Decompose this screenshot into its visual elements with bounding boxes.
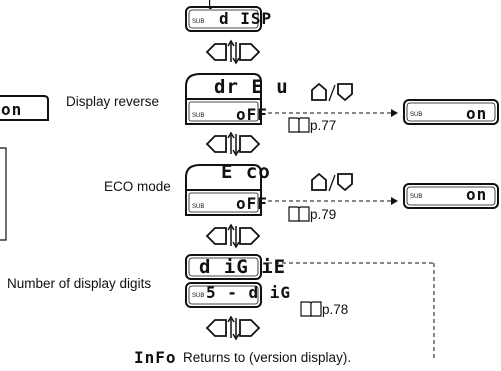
eco-mode-main-value: E co <box>221 161 271 183</box>
book-icon-p77 <box>288 117 310 133</box>
slash <box>328 174 336 192</box>
sub-tag: SUB <box>410 194 423 200</box>
eco-mode-sub-value: oFF <box>236 194 268 213</box>
manual-reference-p79[interactable]: p.79 <box>288 206 388 224</box>
manual-reference-page: p.77 <box>310 118 337 133</box>
info-display-code: InFo <box>134 348 177 367</box>
display-reverse-sub-value: oFF <box>236 105 268 124</box>
manual-reference-page: p.79 <box>310 207 337 222</box>
display-digits-label: Number of display digits <box>7 276 152 291</box>
reverse-on-display-frame <box>403 99 499 125</box>
top-bracket-fragment: [ <box>208 0 212 9</box>
partial-display-value: on <box>1 100 23 119</box>
digits-main-frame-inner <box>188 257 259 277</box>
right-key-icon <box>239 227 261 245</box>
manual-reference-p77[interactable]: p.77 <box>288 117 388 135</box>
header-display-frame-inner <box>188 9 259 29</box>
up-key-icon <box>311 172 327 191</box>
up-arrow-head <box>227 131 235 139</box>
manual-reference-p78[interactable]: p.78 <box>300 301 400 319</box>
left-key-icon <box>205 319 227 337</box>
book-icon-p78 <box>300 301 322 317</box>
reverse-dashed-arrow-head <box>391 109 398 117</box>
display-reverse-on-value: on <box>466 104 488 123</box>
partial-display-frame <box>0 95 49 121</box>
sub-tag: SUB <box>410 112 423 118</box>
book-right-page <box>298 117 310 133</box>
updown-keys-reverse <box>311 82 353 102</box>
left-key-icon <box>205 227 227 245</box>
up-arrow-head <box>227 223 235 231</box>
header-display-value: d ISP <box>219 9 273 28</box>
eco-dashed-arrow-head <box>391 197 398 205</box>
up-key-icon <box>311 82 327 101</box>
reverse-on-display-frame-inner <box>406 102 496 122</box>
eco-mode-frame-sub-inner <box>188 192 259 213</box>
right-key-icon <box>239 135 261 153</box>
down-arrow-head <box>232 241 240 249</box>
up-arrow-head <box>227 315 235 323</box>
nav-keys-reverse <box>205 131 261 157</box>
eco-on-display-frame-inner <box>406 186 496 206</box>
eco-mode-on-value: on <box>466 185 488 204</box>
updown-keys-eco <box>311 172 353 192</box>
book-right-page <box>310 301 322 317</box>
digits-main-frame <box>185 254 262 280</box>
down-arrow-head <box>232 149 240 157</box>
returns-to-version-text: Returns to (version display). <box>183 350 352 365</box>
display-reverse-main-value: dr E u <box>214 76 289 98</box>
book-right-page <box>298 206 310 222</box>
left-key-icon <box>205 43 227 61</box>
nav-keys-header <box>205 39 261 65</box>
manual-reference-page: p.78 <box>322 302 349 317</box>
eco-mode-label: ECO mode <box>104 179 171 194</box>
header-display-frame <box>185 6 262 32</box>
display-digits-main-value: d iG iE <box>199 256 287 278</box>
eco-on-display-frame <box>403 183 499 209</box>
nav-keys-digits <box>205 315 261 341</box>
right-key-icon <box>239 319 261 337</box>
right-key-icon <box>239 43 261 61</box>
book-icon-p79 <box>288 206 310 222</box>
down-arrow-head <box>232 333 240 341</box>
nav-keys-eco <box>205 223 261 249</box>
down-key-icon <box>337 173 353 192</box>
display-digits-sub-value: 5 - d iG <box>206 283 292 302</box>
up-arrow-head <box>227 39 235 47</box>
sub-tag: SUB <box>192 113 205 119</box>
display-reverse-label: Display reverse <box>66 94 160 109</box>
digits-sub-frame-inner <box>188 285 259 305</box>
sub-tag: SUB <box>192 293 205 299</box>
left-key-icon <box>205 135 227 153</box>
slash <box>328 84 336 102</box>
down-key-icon <box>337 83 353 102</box>
down-arrow-head <box>232 57 240 65</box>
digits-sub-frame <box>185 282 262 308</box>
partial-box-frame <box>0 147 7 241</box>
sub-tag: SUB <box>192 19 205 25</box>
sub-tag: SUB <box>192 204 205 210</box>
display-reverse-frame-sub-inner <box>188 101 259 122</box>
